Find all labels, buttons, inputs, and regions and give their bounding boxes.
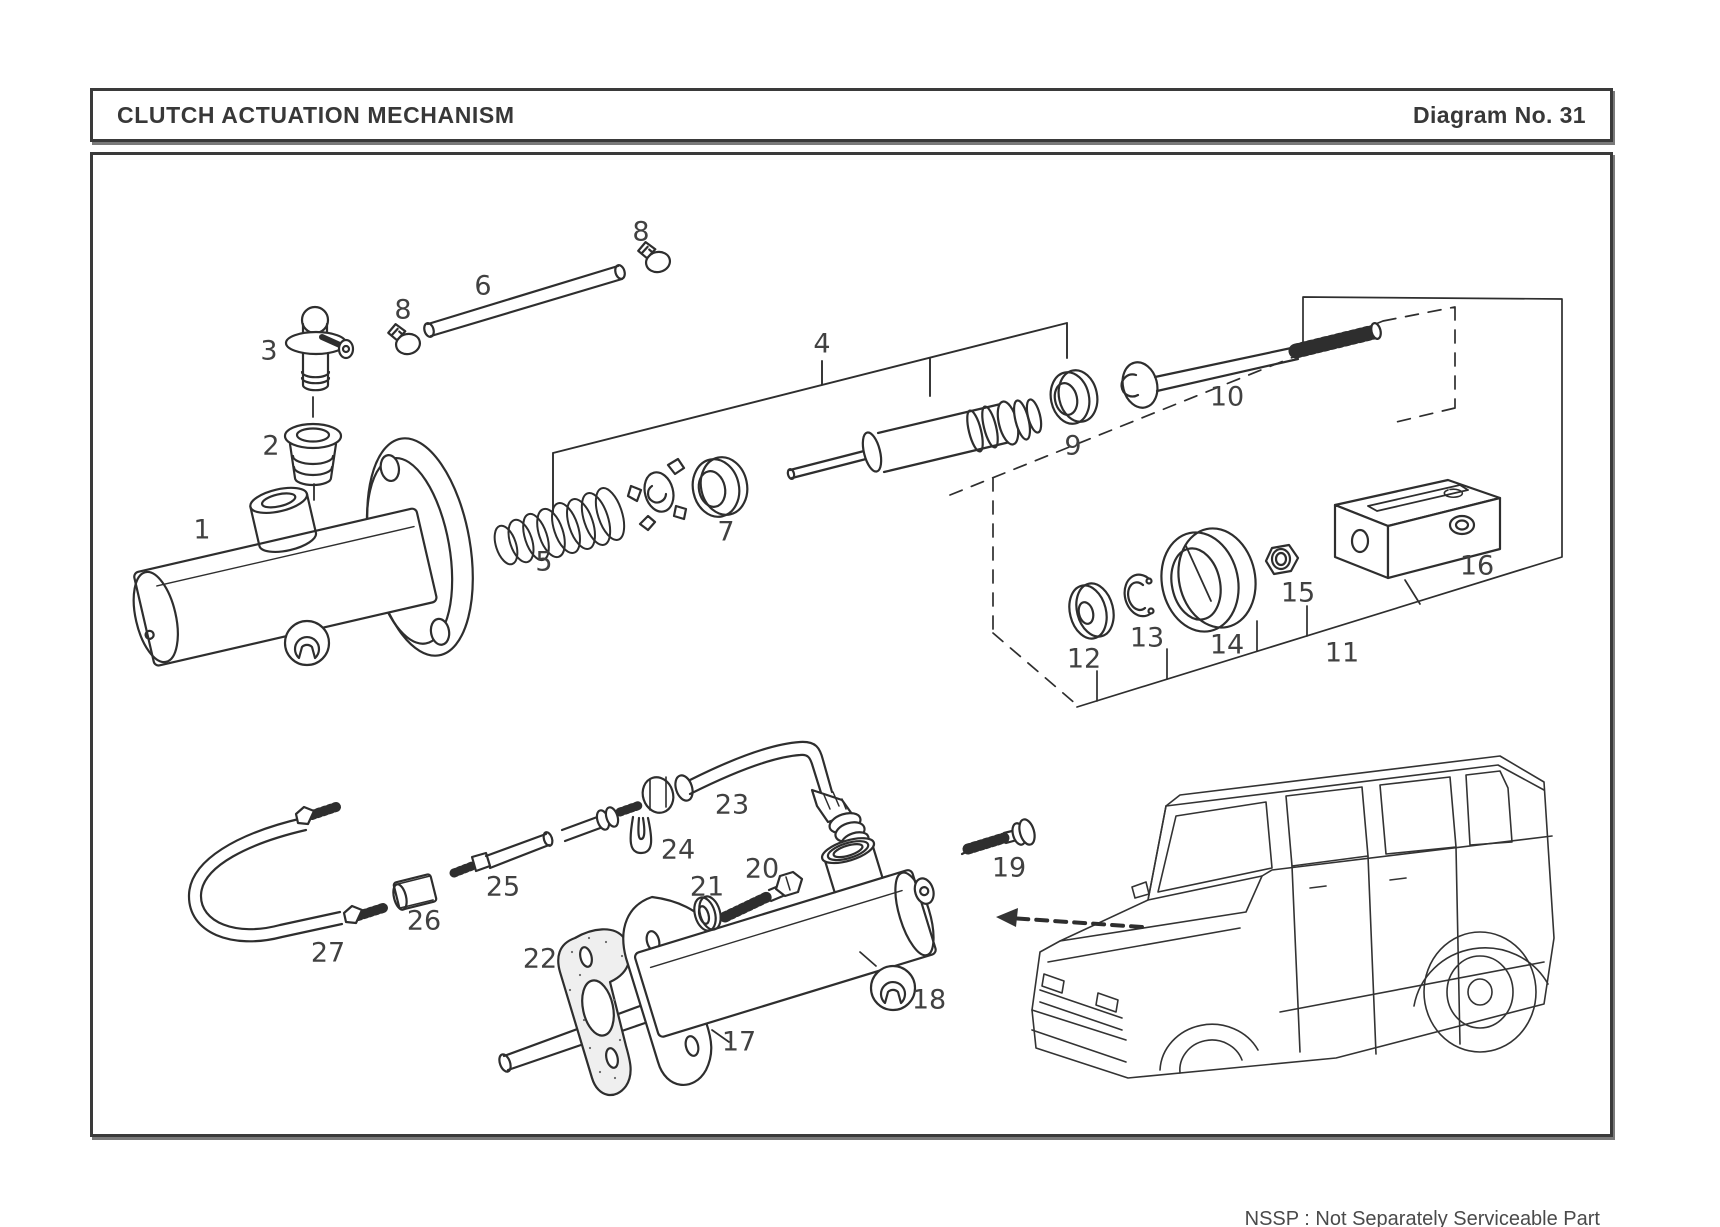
part-callout-12: 12 bbox=[1066, 643, 1102, 675]
part-callout-18: 18 bbox=[911, 984, 947, 1016]
part-callout-17: 17 bbox=[721, 1026, 757, 1058]
spring-seat bbox=[626, 457, 688, 532]
part-callout-13: 13 bbox=[1129, 622, 1165, 654]
part-callout-7: 7 bbox=[717, 516, 735, 548]
part-16-clevis-block bbox=[1333, 478, 1502, 580]
part-27-hose-loop bbox=[187, 802, 388, 943]
part-9-seal bbox=[1049, 369, 1099, 425]
part-callout-20: 20 bbox=[744, 853, 780, 885]
part-callout-15: 15 bbox=[1280, 577, 1316, 609]
part-1-master-cylinder bbox=[132, 437, 474, 667]
part-7-seal-cup bbox=[691, 456, 749, 518]
part-callout-23: 23 bbox=[714, 789, 750, 821]
part-callout-10: 10 bbox=[1209, 381, 1245, 413]
kit-4-piston bbox=[786, 398, 1043, 481]
part-14-boot bbox=[1160, 527, 1257, 633]
part-callout-5: 5 bbox=[535, 546, 553, 578]
part-callout-21: 21 bbox=[689, 871, 725, 903]
part-callout-1: 1 bbox=[193, 514, 211, 546]
part-13-snap-ring bbox=[1123, 573, 1155, 618]
part-22-gasket bbox=[557, 928, 632, 1096]
part-20-bolt bbox=[719, 870, 804, 923]
part-2-grommet bbox=[283, 396, 343, 501]
part-callout-16: 16 bbox=[1459, 550, 1495, 582]
part-17-slave-cylinder bbox=[498, 837, 937, 1096]
part-callout-8: 8 bbox=[394, 294, 412, 326]
part-10-pushrod bbox=[1120, 322, 1382, 409]
part-6-hose bbox=[423, 264, 626, 338]
part-12-washer bbox=[1068, 582, 1115, 640]
part-callout-3: 3 bbox=[260, 335, 278, 367]
part-24-fork-clip bbox=[629, 815, 653, 855]
part-callout-11: 11 bbox=[1324, 637, 1360, 669]
page-title: CLUTCH ACTUATION MECHANISM bbox=[117, 101, 515, 128]
part-15-nut bbox=[1264, 543, 1300, 576]
part-callout-2: 2 bbox=[262, 430, 280, 462]
footer-note: NSSP : Not Separately Serviceable Part bbox=[1244, 1208, 1600, 1227]
part-5-spring bbox=[493, 487, 626, 566]
part-callout-14: 14 bbox=[1209, 629, 1245, 661]
part-callout-22: 22 bbox=[522, 943, 558, 975]
part-8-clamp-left bbox=[385, 318, 423, 359]
part-25-pipe bbox=[449, 800, 645, 878]
kit-4-bracket bbox=[552, 322, 1068, 513]
part-26-sleeve bbox=[392, 873, 438, 911]
part-callout-19: 19 bbox=[991, 852, 1027, 884]
kit-boundary-lines bbox=[949, 296, 1563, 708]
part-callout-24: 24 bbox=[660, 834, 696, 866]
part-19-screw bbox=[960, 818, 1036, 856]
diagram-number: Diagram No. 31 bbox=[1412, 101, 1586, 128]
part-callout-4: 4 bbox=[813, 328, 831, 360]
vehicle-illustration bbox=[1031, 755, 1555, 1079]
part-callout-8: 8 bbox=[632, 216, 650, 248]
part-callout-6: 6 bbox=[474, 270, 492, 302]
part-callout-25: 25 bbox=[485, 871, 521, 903]
location-arrow bbox=[996, 908, 1144, 929]
part-21-washer bbox=[693, 895, 722, 932]
part-3-elbow-fitting bbox=[284, 305, 355, 392]
part-callout-26: 26 bbox=[406, 905, 442, 937]
header-box: CLUTCH ACTUATION MECHANISM Diagram No. 3… bbox=[90, 88, 1613, 142]
part-callout-9: 9 bbox=[1064, 430, 1082, 462]
part-callout-27: 27 bbox=[310, 937, 346, 969]
